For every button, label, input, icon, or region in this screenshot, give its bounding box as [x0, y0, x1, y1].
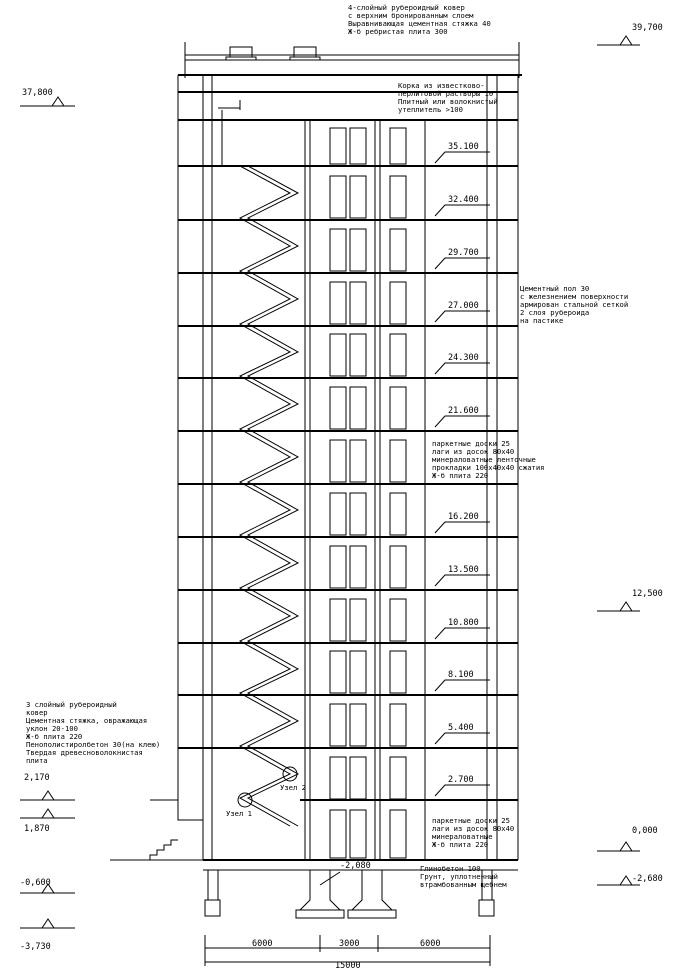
- level-right-m268: -2,680: [632, 874, 663, 884]
- svg-text:Корка из известково-: Корка из известково-: [398, 81, 485, 90]
- svg-text:Выравнивающая цементная стяжка: Выравнивающая цементная стяжка 40: [348, 19, 491, 28]
- svg-text:Твердая древесноволокнистая: Твердая древесноволокнистая: [26, 748, 143, 757]
- dim-3000: 3000: [339, 939, 359, 949]
- svg-text:3 слойный рубероидный: 3 слойный рубероидный: [26, 700, 117, 709]
- svg-text:Ж-б плита 220: Ж-б плита 220: [432, 471, 488, 480]
- svg-text:минераловатные ленточные: минераловатные ленточные: [432, 455, 536, 464]
- note-attic: Корка из известково- перлитовой растворы…: [398, 81, 498, 114]
- svg-text:с железнением поверхности: с железнением поверхности: [520, 292, 628, 301]
- svg-text:перлитовой растворы 10: перлитовой растворы 10: [398, 89, 493, 98]
- dimension-lines: [204, 935, 491, 966]
- note-roof: 4-слойный рубероидный ковер с верхним бр…: [348, 3, 491, 36]
- floor-mark-4: 27.000: [448, 301, 479, 311]
- svg-text:лаги из досок 80x40: лаги из досок 80x40: [432, 447, 514, 456]
- doors: [329, 127, 407, 859]
- floor-mark-11: 8.100: [448, 670, 474, 680]
- floor-mark-13: 2.700: [448, 775, 474, 785]
- walls: [177, 75, 519, 860]
- level-left-1870: 1,870: [24, 824, 50, 834]
- floor-mark-5: 24.300: [448, 353, 479, 363]
- note-cement-floor: Цементный пол 30 с железнением поверхнос…: [520, 284, 628, 325]
- roof: [178, 42, 522, 78]
- entrance-steps: [110, 799, 203, 861]
- svg-text:с верхним бронированным слоем: с верхним бронированным слоем: [348, 11, 474, 20]
- floor-mark-12: 5.400: [448, 723, 474, 733]
- svg-text:Ж-б плита 220: Ж-б плита 220: [432, 840, 488, 849]
- node-2-label: Узел 2: [280, 783, 306, 792]
- svg-text:на пастике: на пастике: [520, 316, 563, 325]
- svg-text:паркетные доски 25: паркетные доски 25: [432, 439, 510, 448]
- svg-text:минераловатные: минераловатные: [432, 832, 493, 841]
- svg-text:паркетные доски 25: паркетные доски 25: [432, 816, 510, 825]
- svg-text:2 слоя рубероида: 2 слоя рубероида: [520, 308, 589, 317]
- level-markers: [20, 35, 640, 929]
- floor-mark-8: 16.200: [448, 512, 479, 522]
- svg-text:армирован стальной сеткой: армирован стальной сеткой: [520, 300, 628, 309]
- level-left-2170: 2,170: [24, 773, 50, 783]
- svg-text:4-слойный рубероидный ковер: 4-слойный рубероидный ковер: [348, 3, 465, 12]
- node-markers: [237, 766, 298, 808]
- svg-text:Плитный или волокнистый: Плитный или волокнистый: [398, 97, 498, 106]
- dim-total: 15000: [335, 961, 361, 968]
- svg-text:лаги из досок 80x40: лаги из досок 80x40: [432, 824, 514, 833]
- floor-mark-3: 29.700: [448, 248, 479, 258]
- svg-text:ковер: ковер: [26, 708, 48, 717]
- svg-text:Ж-б плита 220: Ж-б плита 220: [26, 732, 82, 741]
- floor-mark-2: 32.400: [448, 195, 479, 205]
- svg-text:Цементная стяжка, овражающая: Цементная стяжка, овражающая: [26, 716, 147, 725]
- dim-6000-left: 6000: [252, 939, 272, 949]
- node-1-label: Узел 1: [226, 809, 252, 818]
- level-base: -2,080: [340, 861, 371, 871]
- floor-mark-6: 21.600: [448, 406, 479, 416]
- level-left-m373: -3,730: [20, 942, 51, 952]
- stair-flights: [218, 100, 300, 827]
- note-foundation: Глинобетон 100 Грунт, уплотненный втрамб…: [420, 864, 507, 889]
- note-parquet-mid: паркетные доски 25 лаги из досок 80x40 м…: [432, 439, 545, 480]
- foundation: [204, 869, 495, 919]
- svg-text:плита: плита: [26, 756, 48, 765]
- note-parquet-ground: паркетные доски 25 лаги из досок 80x40 м…: [432, 816, 514, 849]
- svg-text:втрамбованным щебнем: втрамбованным щебнем: [420, 880, 507, 889]
- floor-mark-1: 35.100: [448, 142, 479, 152]
- svg-text:утеплитель >100: утеплитель >100: [398, 105, 463, 114]
- svg-text:Грунт, уплотненный: Грунт, уплотненный: [420, 872, 498, 881]
- floor-mark-9: 13.500: [448, 565, 479, 575]
- svg-text:уклон 20-100: уклон 20-100: [26, 724, 78, 733]
- floor-level-flags: [434, 151, 490, 797]
- level-left-top: 37,800: [22, 88, 53, 98]
- level-right-top: 39,700: [632, 23, 663, 33]
- level-left-m060: -0,600: [20, 878, 51, 888]
- level-right-0: 0,000: [632, 826, 658, 836]
- note-stair-floor: 3 слойный рубероидный ковер Цементная ст…: [26, 700, 160, 765]
- svg-text:Глинобетон 100: Глинобетон 100: [420, 864, 481, 873]
- svg-text:Ж-б ребристая плита 300: Ж-б ребристая плита 300: [348, 27, 448, 36]
- floor-slabs: [178, 119, 518, 871]
- svg-text:Цементный пол 30: Цементный пол 30: [520, 284, 589, 293]
- svg-text:Пенополистиролбетон 30(на клею: Пенополистиролбетон 30(на клею): [26, 740, 160, 749]
- level-right-mid: 12,500: [632, 589, 663, 599]
- dim-6000-right: 6000: [420, 939, 440, 949]
- svg-text:прокладки 100x40x40 сжатия: прокладки 100x40x40 сжатия: [432, 463, 545, 472]
- floor-mark-10: 10.800: [448, 618, 479, 628]
